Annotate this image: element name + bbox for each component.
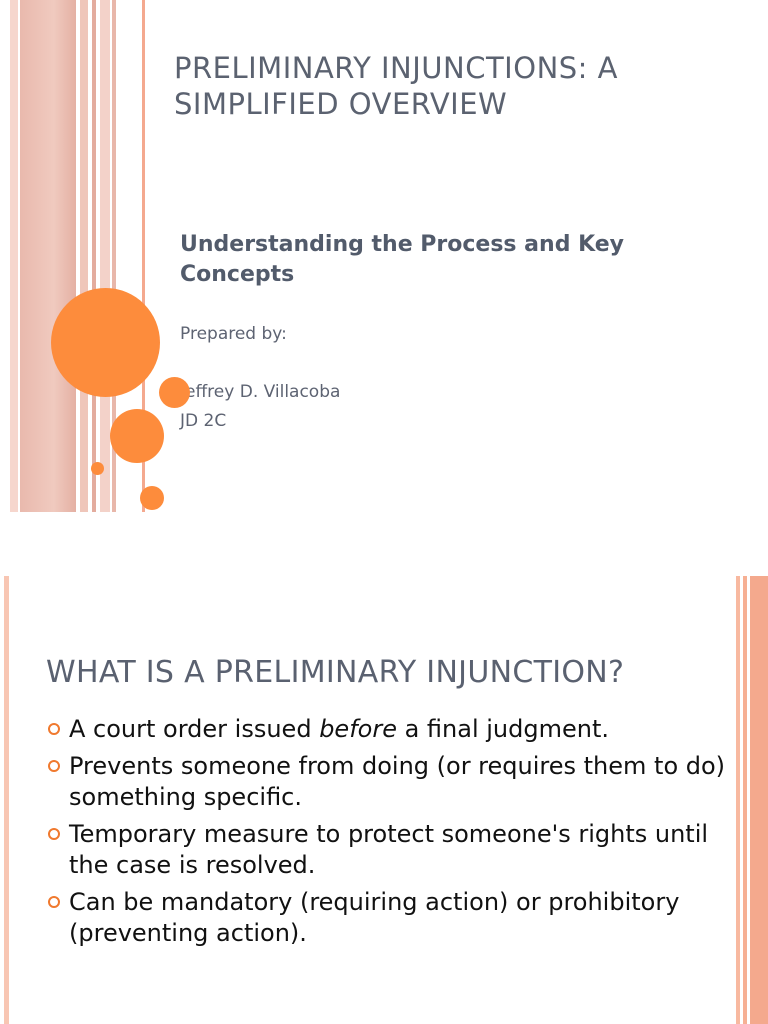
bullet-circle-icon xyxy=(48,760,60,772)
decorative-circle xyxy=(140,486,164,510)
list-item: Temporary measure to protect someone's r… xyxy=(46,819,736,881)
decorative-stripe xyxy=(142,0,145,512)
list-item: A court order issued before a final judg… xyxy=(46,714,736,745)
title-slide: PRELIMINARY INJUNCTIONS: A SIMPLIFIED OV… xyxy=(10,0,625,512)
prepared-by-label: Prepared by: xyxy=(180,324,287,344)
slide-title: PRELIMINARY INJUNCTIONS: A SIMPLIFIED OV… xyxy=(174,51,618,121)
decorative-circle xyxy=(110,409,164,463)
decorative-circle xyxy=(51,288,160,397)
author-name: Jeffrey D. Villacoba xyxy=(180,382,341,402)
decorative-stripe xyxy=(112,0,116,512)
bullet-circle-icon xyxy=(48,723,60,735)
list-item: Prevents someone from doing (or requires… xyxy=(46,751,736,813)
bullet-text: Prevents someone from doing (or requires… xyxy=(69,752,726,811)
decorative-stripe xyxy=(736,576,740,1024)
list-item: Can be mandatory (requiring action) or p… xyxy=(46,887,736,949)
slide-subtitle: Understanding the Process and Key Concep… xyxy=(180,232,625,287)
decorative-circle xyxy=(91,462,104,475)
bullet-text: Temporary measure to protect someone's r… xyxy=(69,820,709,879)
decorative-stripe xyxy=(10,0,18,512)
decorative-circle xyxy=(159,377,190,408)
bullet-list: A court order issued before a final judg… xyxy=(46,714,736,955)
content-slide: WHAT IS A PRELIMINARY INJUNCTION? A cour… xyxy=(0,576,768,1024)
slide-title: WHAT IS A PRELIMINARY INJUNCTION? xyxy=(46,655,625,690)
decorative-stripe xyxy=(92,0,96,512)
bullet-emphasis: before xyxy=(319,715,397,743)
decorative-stripe xyxy=(100,0,110,512)
bullet-circle-icon xyxy=(48,896,60,908)
bullet-circle-icon xyxy=(48,828,60,840)
bullet-text: a final judgment. xyxy=(396,715,609,743)
bullet-text: Can be mandatory (requiring action) or p… xyxy=(69,888,680,947)
class-section: JD 2C xyxy=(180,411,227,431)
decorative-stripe xyxy=(750,576,768,1024)
decorative-stripe xyxy=(20,0,76,512)
decorative-stripe xyxy=(80,0,88,512)
decorative-stripe xyxy=(4,576,9,1024)
bullet-text: A court order issued xyxy=(69,715,320,743)
decorative-stripe xyxy=(743,576,747,1024)
